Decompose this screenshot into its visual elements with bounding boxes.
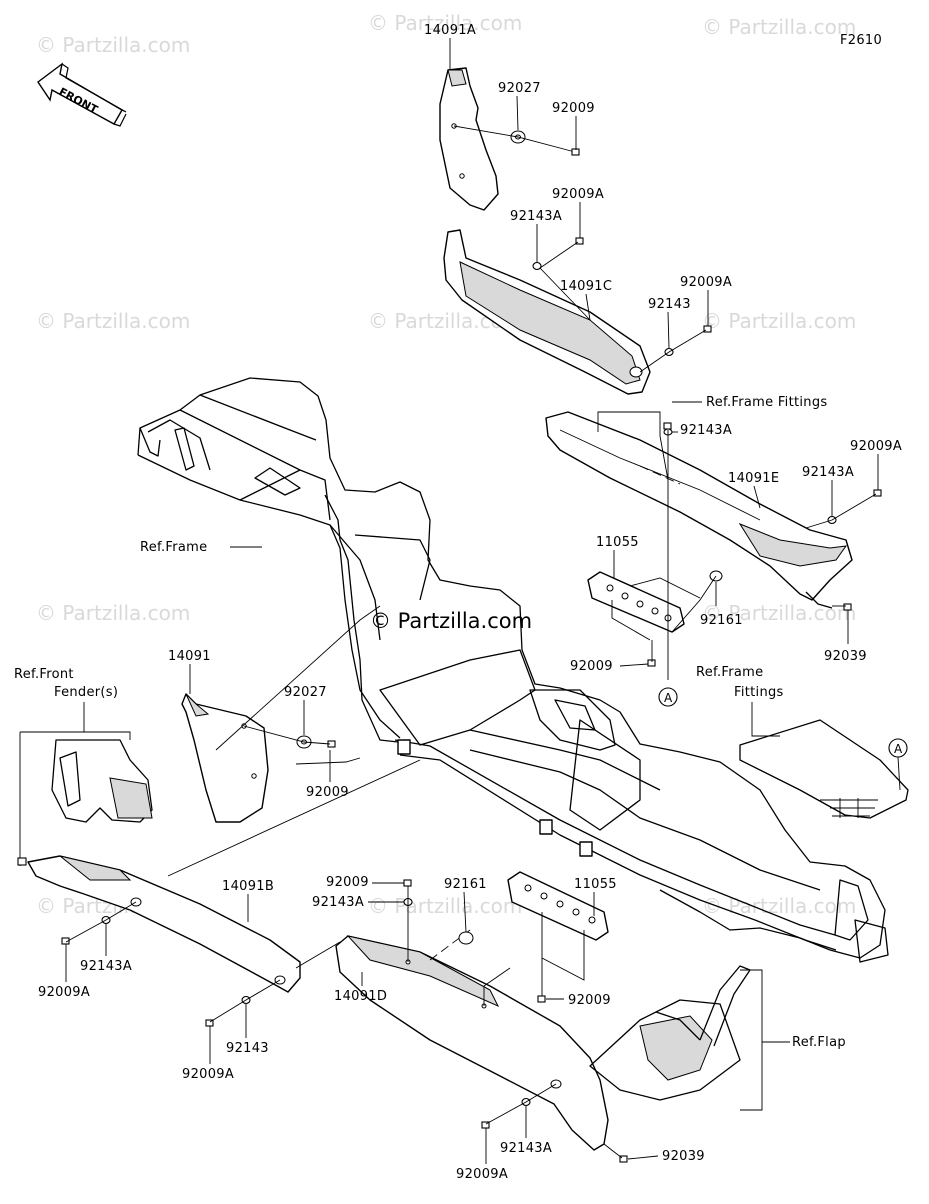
watermark: © Partzilla.com (368, 894, 522, 918)
label-92143: 92143 (226, 1041, 269, 1056)
part-14091A (439, 67, 499, 211)
label-ref-frame-fittings-2: Ref.Frame (696, 665, 763, 680)
label-92009: 92009 (326, 875, 369, 890)
label-92009A: 92009A (182, 1067, 234, 1082)
label-14091B: 14091B (222, 879, 274, 894)
label-92143: 92143 (648, 297, 691, 312)
label-92027: 92027 (284, 685, 327, 700)
watermark: © Partzilla.com (368, 11, 522, 35)
watermark: © Partzilla.com (702, 309, 856, 333)
label-14091D: 14091D (334, 989, 387, 1004)
label-92009: 92009 (568, 993, 611, 1008)
label-14091: 14091 (168, 649, 211, 664)
label-11055: 11055 (596, 535, 639, 550)
label-92039: 92039 (662, 1149, 705, 1164)
label-92143A: 92143A (80, 959, 132, 974)
watermark: © Partzilla.com (702, 601, 856, 625)
reference-marker-label: A (664, 691, 673, 705)
label-92009A: 92009A (850, 439, 902, 454)
watermark: © Partzilla.com (36, 601, 190, 625)
frame-drawing (137, 377, 889, 963)
label-ref-frame-fittings-2b: Fittings (734, 685, 784, 700)
label-11055: 11055 (574, 877, 617, 892)
part-14091 (181, 693, 269, 823)
part-11055-top (587, 571, 685, 633)
ref-front-fender (51, 739, 153, 823)
callout-labels: 14091A 92027 92009 92009A 92143A 14091C … (14, 23, 902, 1182)
label-ref-frame: Ref.Frame (140, 540, 207, 555)
label-92009: 92009 (306, 785, 349, 800)
washer-92143A (532, 261, 542, 271)
bolt-92009A (575, 237, 584, 245)
label-14091C: 14091C (560, 279, 612, 294)
label-ref-frame-fittings: Ref.Frame Fittings (706, 395, 827, 410)
label-92143A: 92143A (802, 465, 854, 480)
label-92009: 92009 (570, 659, 613, 674)
label-92009A: 92009A (680, 275, 732, 290)
ref-flap (589, 965, 751, 1101)
ref-frame-fittings-plate (739, 719, 909, 819)
label-92009A: 92009A (552, 187, 604, 202)
figure-code: F2610 (840, 33, 882, 48)
part-14091B (27, 855, 301, 993)
label-92143A: 92143A (510, 209, 562, 224)
label-92143A: 92143A (680, 423, 732, 438)
front-arrow-icon: FRONT (37, 62, 127, 127)
label-92039: 92039 (824, 649, 867, 664)
part-11055-bottom (507, 871, 609, 941)
label-14091E: 14091E (728, 471, 779, 486)
label-92161: 92161 (700, 613, 743, 628)
label-92009A: 92009A (456, 1167, 508, 1182)
label-92009: 92009 (552, 101, 595, 116)
watermark: © Partzilla.com (36, 309, 190, 333)
label-ref-flap: Ref.Flap (792, 1035, 846, 1050)
label-92143A: 92143A (500, 1141, 552, 1156)
watermarks: © Partzilla.com © Partzilla.com © Partzi… (36, 11, 856, 918)
label-92027: 92027 (498, 81, 541, 96)
label-92143A: 92143A (312, 895, 364, 910)
label-ref-front: Ref.Front (14, 667, 74, 682)
watermark-main: © Partzilla.com (370, 609, 532, 633)
part-14091E (545, 411, 853, 609)
watermark: © Partzilla.com (702, 15, 856, 39)
label-92161: 92161 (444, 877, 487, 892)
reference-marker-label: A (894, 742, 903, 756)
watermark: © Partzilla.com (702, 894, 856, 918)
part-14091C (443, 229, 651, 395)
reference-marker-A (658, 687, 678, 707)
watermark: © Partzilla.com (36, 33, 190, 57)
bolt-92009 (571, 148, 580, 156)
label-14091A: 14091A (424, 23, 476, 38)
part-14091D (335, 935, 609, 1151)
label-92009A: 92009A (38, 985, 90, 1000)
label-fenders: Fender(s) (54, 685, 118, 700)
